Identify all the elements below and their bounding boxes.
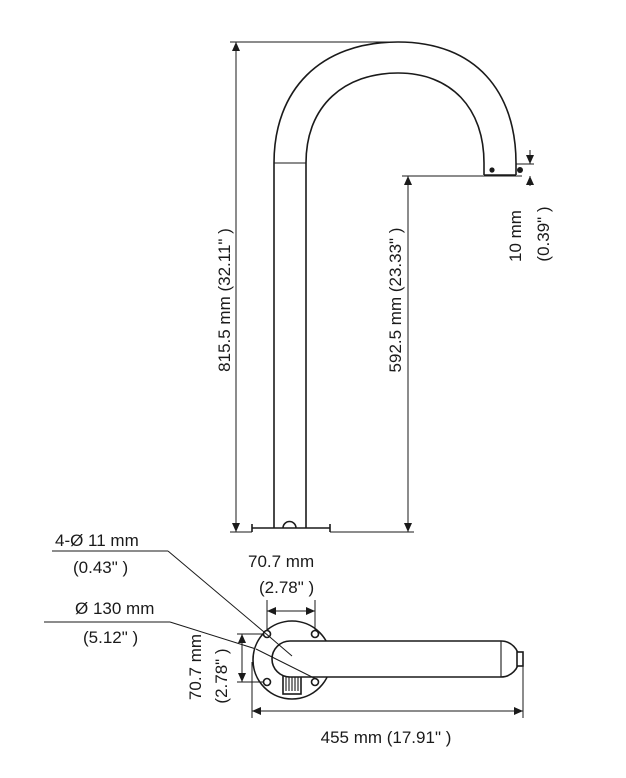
side-view-mount xyxy=(251,41,523,532)
base-height-mm-label: 70.7 mm xyxy=(186,634,205,700)
base-height-in-label: (2.78" ) xyxy=(212,648,231,703)
hole-diameter-in-label: (0.43" ) xyxy=(73,558,128,577)
tip-height-dimension: 10 mm (0.39" ) xyxy=(506,150,553,262)
total-height-dimension: 815.5 mm (32.11" ) xyxy=(215,41,398,533)
arm-length-dimension xyxy=(251,655,524,718)
hole-diameter-mm-label: 4-Ø 11 mm xyxy=(55,531,139,550)
base-width-in-label: (2.78" ) xyxy=(259,578,314,597)
base-width-dimension xyxy=(266,600,316,630)
inner-height-label: 592.5 mm (23.33" ) xyxy=(386,228,405,373)
base-diameter-mm-label: Ø 130 mm xyxy=(75,599,154,618)
inner-height-dimension: 592.5 mm (23.33" ) xyxy=(330,175,522,533)
base-height-dimension xyxy=(237,633,264,683)
top-view-mount xyxy=(44,550,524,700)
arm-length-label: 455 mm (17.91" ) xyxy=(321,728,452,747)
total-height-label: 815.5 mm (32.11" ) xyxy=(215,228,234,372)
tip-height-mm-label: 10 mm xyxy=(506,210,525,262)
tip-height-in-label: (0.39" ) xyxy=(534,206,553,261)
base-width-mm-label: 70.7 mm xyxy=(248,552,314,571)
base-diameter-in-label: (5.12" ) xyxy=(83,628,138,647)
